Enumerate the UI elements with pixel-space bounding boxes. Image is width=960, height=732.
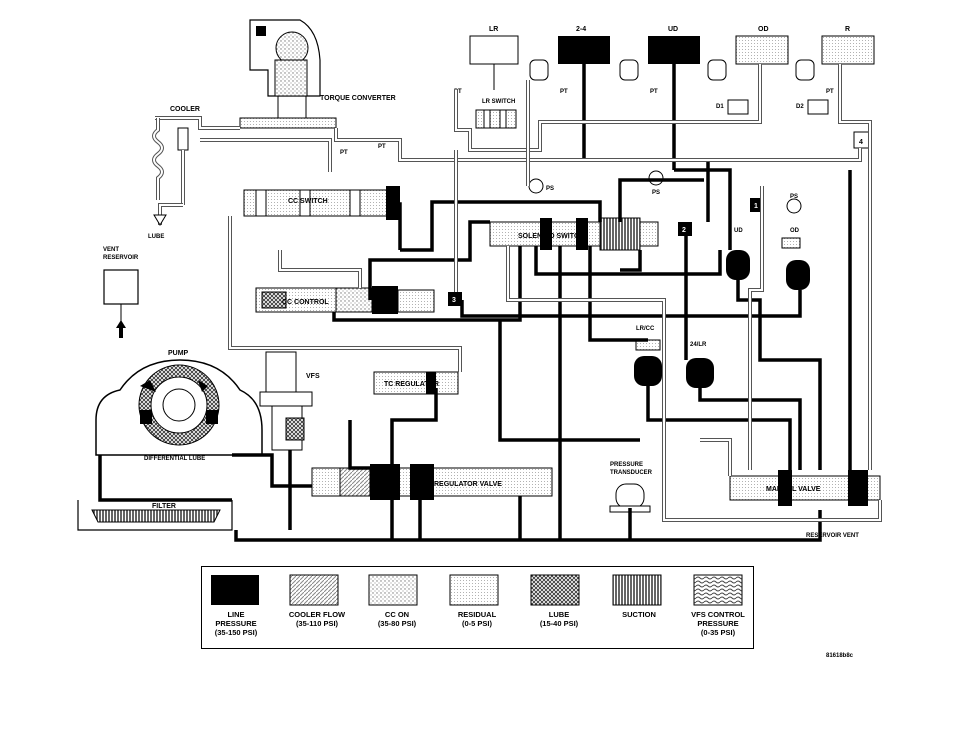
- cc-control-label: CC CONTROL: [282, 299, 329, 306]
- regulator-valve-label: REGULATOR VALVE: [434, 481, 502, 488]
- check-ball-3: 3: [452, 297, 456, 304]
- d1-label: D1: [716, 104, 724, 110]
- c24-clutch: 2-4: [558, 26, 610, 160]
- cc-switch-valve: CC SWITCH: [243, 186, 400, 220]
- figure-reference: 81618b8c: [826, 653, 854, 659]
- legend-label-ccon: CC ON (35-80 PSI): [377, 610, 417, 628]
- legend-label-vfs: VFS CONTROL PRESSURE (0-35 PSI): [691, 610, 745, 637]
- legend-label-line: LINE PRESSURE (35-150 PSI): [214, 610, 258, 637]
- d2-label: D2: [796, 104, 804, 110]
- differential-lube-label: DIFFERENTIAL LUBE: [144, 456, 205, 462]
- ud-small-label: UD: [734, 228, 743, 234]
- pt-label-1: PT: [454, 89, 462, 95]
- legend-label-lube: LUBE (15-40 PSI): [539, 610, 579, 628]
- cc-control-valve: CC CONTROL: [255, 286, 435, 314]
- pt-label-4: PT: [826, 89, 834, 95]
- check-ball-4: 4: [859, 139, 863, 146]
- od-clutch: OD: [735, 26, 789, 65]
- filter: DIFFERENTIAL LUBE FILTER: [77, 456, 233, 531]
- legend-label-suction: SUCTION: [622, 610, 656, 619]
- cooler-circuit: COOLER LUBE: [148, 106, 332, 240]
- tc-regulator: TC REGULATOR: [373, 371, 459, 395]
- legend-labels: LINE PRESSURE (35-150 PSI) COOLER FLOW (…: [201, 610, 754, 646]
- tc-regulator-label: TC REGULATOR: [384, 381, 439, 388]
- pump-label: PUMP: [168, 350, 189, 357]
- vfs-solenoid: VFS: [259, 351, 320, 451]
- regulator-valve: REGULATOR VALVE: [311, 464, 553, 500]
- pump: PUMP: [95, 350, 263, 456]
- legend-label-residual: RESIDUAL (0-5 PSI): [457, 610, 497, 628]
- lr-clutch: LR: [469, 26, 519, 90]
- ud-clutch: UD: [648, 26, 700, 170]
- torque-converter: TORQUE CONVERTER: [239, 19, 396, 129]
- manual-valve: MANUAL VALVE RESERVOIR VENT: [729, 470, 881, 539]
- cooler-label: COOLER: [170, 106, 200, 113]
- lr-label: LR: [489, 26, 498, 33]
- r-clutch: R: [821, 26, 875, 65]
- solenoid-switch-valve: SOLENOID SWITCH: [489, 217, 659, 251]
- check-ball-1: 1: [754, 203, 758, 210]
- ud-label: UD: [668, 26, 678, 33]
- ps-label-2: PS: [652, 190, 660, 196]
- torque-converter-label: TORQUE CONVERTER: [320, 95, 396, 102]
- lr24-label: 24/LR: [690, 342, 707, 348]
- lube-label: LUBE: [148, 234, 164, 240]
- pt-label-6: PT: [378, 144, 386, 150]
- residual-circuits: [228, 64, 882, 522]
- legend-label-cooler: COOLER FLOW (35-110 PSI): [288, 610, 346, 628]
- pt-label-5: PT: [340, 150, 348, 156]
- lr-switch-label: LR SWITCH: [482, 99, 515, 105]
- lr-switch: LR SWITCH: [475, 99, 517, 129]
- check-ball-2: 2: [682, 227, 686, 234]
- r-label: R: [845, 26, 850, 33]
- reservoir-vent-label: RESERVOIR VENT: [806, 533, 859, 539]
- manual-valve-label: MANUAL VALVE: [766, 486, 821, 493]
- ps-label-3: PS: [790, 194, 798, 200]
- filter-label: FILTER: [152, 503, 176, 510]
- pt-label-3: PT: [650, 89, 658, 95]
- accumulators: UD OD LR/CC 24/LR: [634, 228, 810, 388]
- accumulators-top: PT PT PT PT PT PT D1 D2: [340, 59, 834, 156]
- ps-label-1: PS: [546, 186, 554, 192]
- pt-label-2: PT: [560, 89, 568, 95]
- c24-label: 2-4: [576, 26, 586, 33]
- solenoid-switch-label: SOLENOID SWITCH: [518, 233, 584, 240]
- line-pressure-circuits: [98, 158, 852, 542]
- od-small-label: OD: [790, 228, 800, 234]
- od-label: OD: [758, 26, 769, 33]
- lrcc-label: LR/CC: [636, 326, 655, 332]
- vfs-label: VFS: [306, 373, 320, 380]
- cc-switch-label: CC SWITCH: [288, 198, 328, 205]
